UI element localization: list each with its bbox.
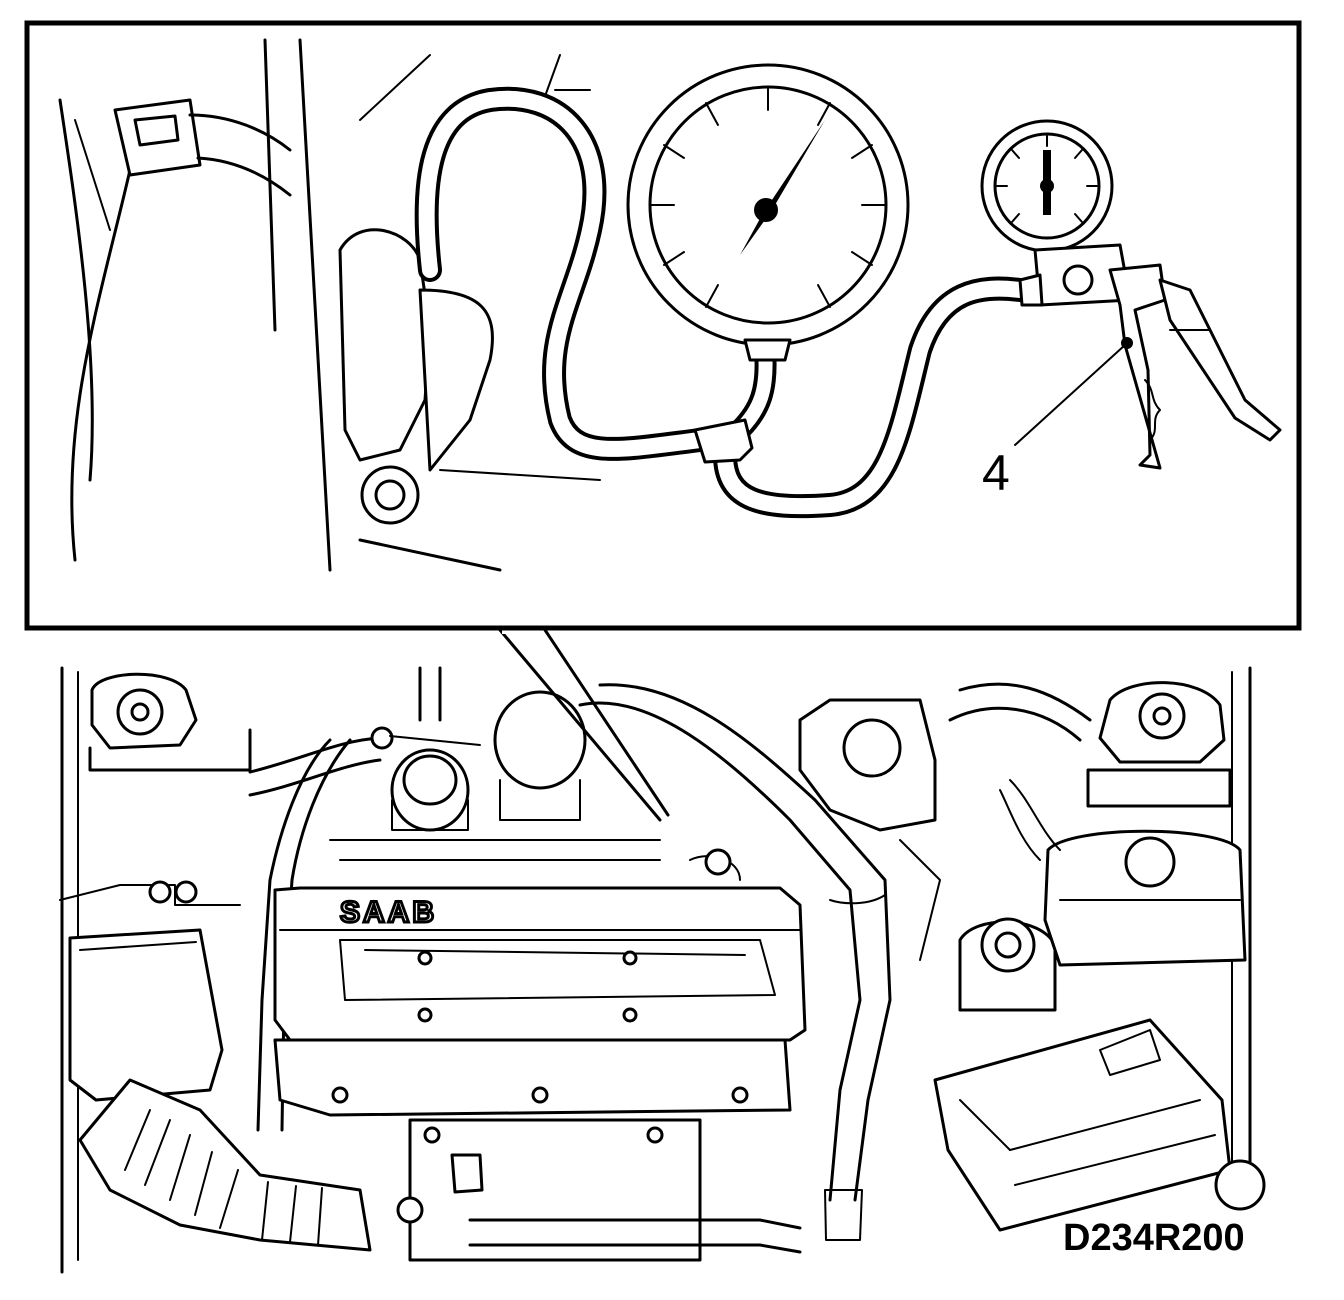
detail-pointer: [498, 628, 670, 822]
right-reservoir-cap: [1086, 681, 1232, 808]
callout-4: 4: [982, 337, 1133, 501]
oil-filler-cap: [390, 748, 470, 832]
vacuum-hose: [414, 86, 1032, 519]
callout-number-4: 4: [982, 445, 1010, 501]
hand-vacuum-pump-icon: [980, 119, 1282, 470]
air-filter-box: [59, 880, 241, 1102]
throttle-body: [338, 228, 601, 572]
power-steering-reservoir: [958, 917, 1057, 1012]
engine-logo: SAAB: [340, 896, 437, 929]
battery: [933, 1018, 1232, 1232]
expansion-tank: [1043, 829, 1247, 967]
hose-connector: [113, 98, 292, 197]
intake-bellows: [78, 1078, 372, 1252]
pressure-gauge-icon: [626, 63, 910, 362]
coolant-hose: [578, 683, 892, 1241]
left-reservoir-cap: [88, 672, 252, 772]
engine-bay-overview: SAAB: [59, 666, 1266, 1274]
brake-reservoir: [798, 698, 937, 832]
drawing-code: D234R200: [1063, 1217, 1245, 1259]
detail-view-frame: 4: [24, 20, 1302, 631]
cam-cover: SAAB: [273, 886, 807, 1042]
